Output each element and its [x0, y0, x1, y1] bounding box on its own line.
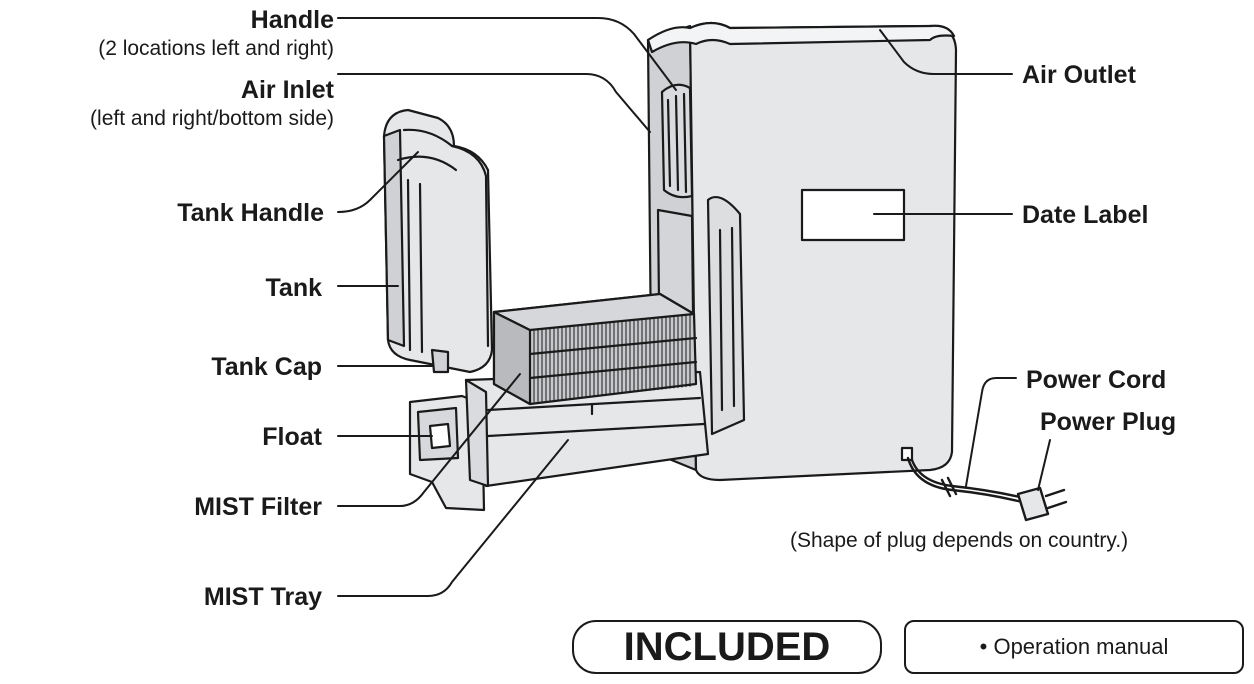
included-badge: INCLUDED	[572, 620, 882, 674]
label-handle-note: (2 locations left and right)	[98, 37, 334, 60]
label-mist-filter: MIST Filter	[194, 493, 322, 521]
leader-tank-handle	[337, 151, 419, 213]
power-plug-shape	[1016, 486, 1050, 522]
leader-air-inlet	[337, 73, 651, 133]
leader-power-plug	[1037, 439, 1051, 491]
leader-mist-filter	[337, 373, 521, 507]
mist-filter-pleats	[533, 313, 691, 403]
leader-lines	[337, 17, 1051, 597]
label-date-label: Date Label	[1022, 201, 1149, 229]
label-air-inlet: Air Inlet	[240, 76, 334, 104]
tank-cap-shape	[430, 348, 450, 374]
included-items-box: • Operation manual	[904, 620, 1244, 674]
label-tank-cap: Tank Cap	[211, 353, 322, 381]
tank	[382, 108, 494, 374]
leader-handle	[337, 17, 677, 91]
cord-exit	[900, 446, 914, 462]
leader-mist-tray	[337, 439, 569, 597]
label-float: Float	[262, 423, 322, 451]
unit-top-rim	[646, 21, 956, 54]
power-cord	[906, 456, 1068, 522]
label-tank-handle: Tank Handle	[177, 199, 324, 227]
label-power-cord: Power Cord	[1026, 366, 1167, 394]
label-plug-note: (Shape of plug depends on country.)	[790, 529, 1129, 552]
label-tank: Tank	[265, 274, 323, 302]
label-power-plug: Power Plug	[1040, 408, 1177, 436]
label-mist-tray: MIST Tray	[203, 583, 322, 611]
label-air-inlet-note: (left and right/bottom side)	[90, 107, 334, 130]
leader-air-outlet	[879, 29, 1013, 75]
label-air-outlet: Air Outlet	[1022, 61, 1136, 89]
label-handle: Handle	[250, 6, 334, 34]
leader-power-cord	[965, 377, 1017, 487]
